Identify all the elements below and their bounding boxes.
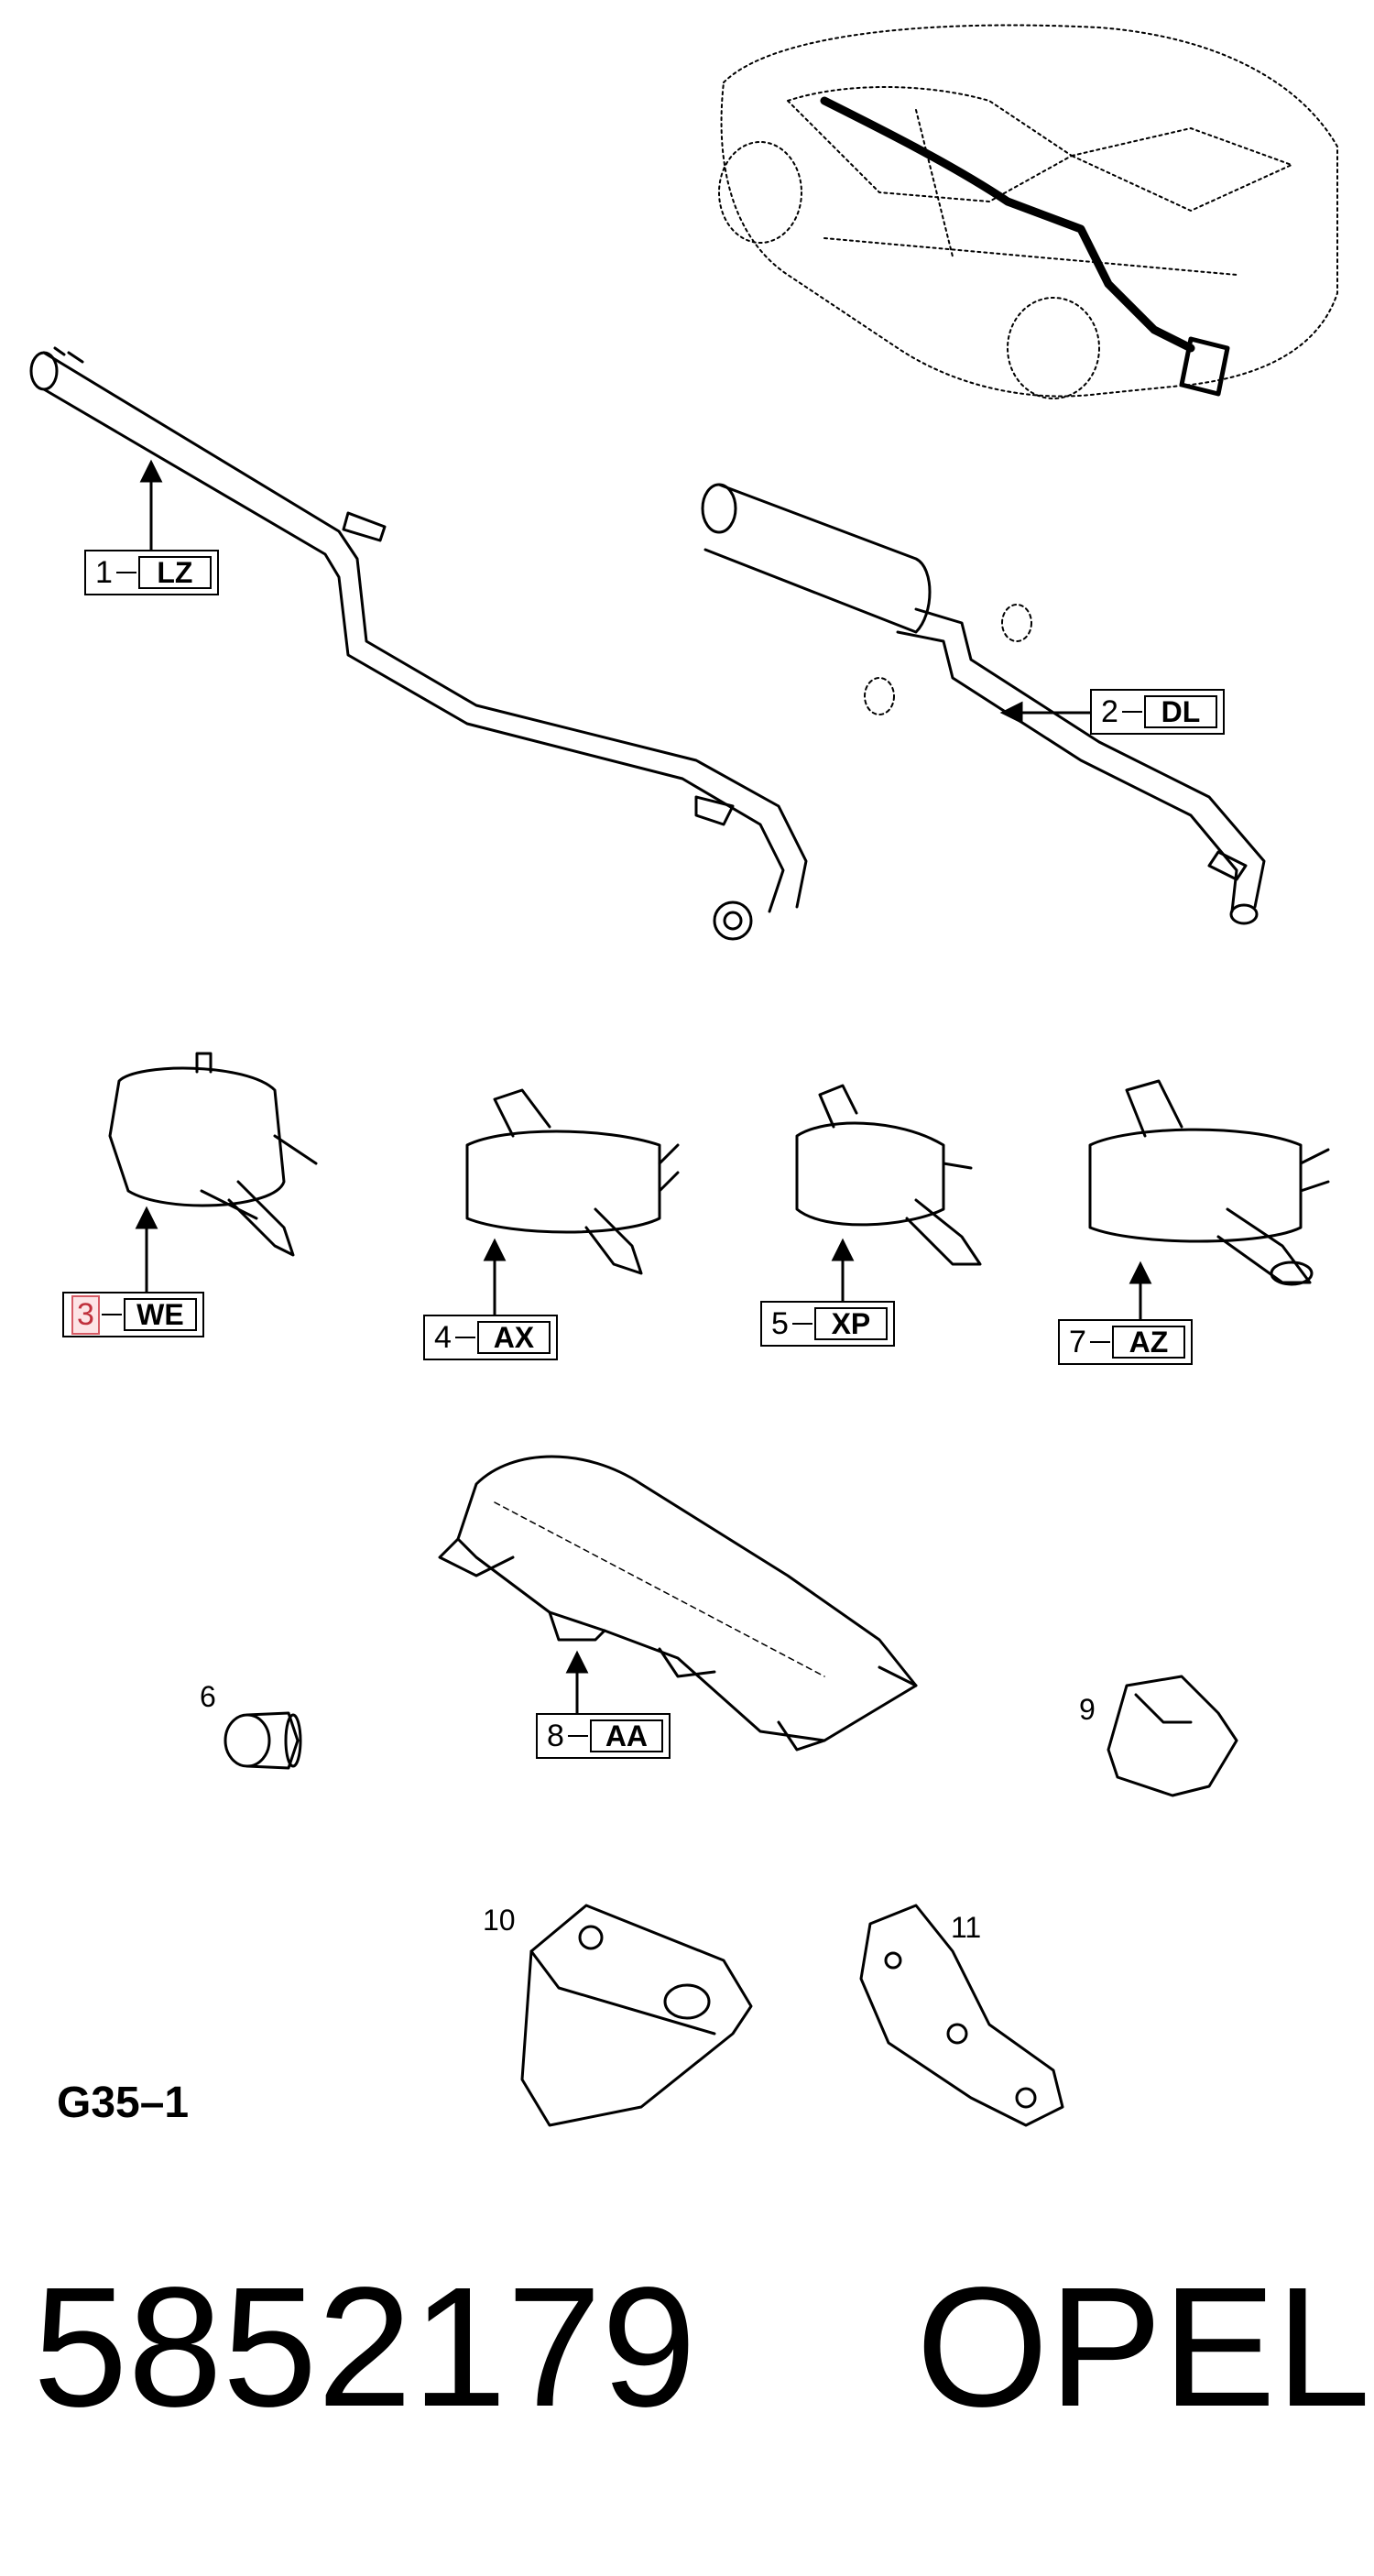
callout-leader [454, 1337, 475, 1338]
callout-number: 7 [1069, 1324, 1086, 1359]
callout-leader [115, 572, 136, 573]
callout-number: 1 [95, 554, 113, 590]
callout-leader [567, 1735, 588, 1737]
callout-5: 5 XP [760, 1301, 895, 1347]
callout-leader [101, 1314, 122, 1315]
callout-leader [1121, 711, 1142, 713]
callout-4: 4 AX [423, 1315, 558, 1360]
bracket-11-drawing [859, 1904, 1064, 2127]
callout-code: AZ [1111, 1326, 1185, 1359]
callout-8: 8 AA [536, 1713, 671, 1759]
callout-2: 2 DL [1090, 689, 1225, 735]
brand-caption: OPEL [916, 2253, 1371, 2442]
diagram-code: G35–1 [57, 2079, 190, 2127]
heat-shield-8-drawing [438, 1455, 918, 1752]
part-number-caption: 5852179 [33, 2253, 697, 2442]
callout-number: 4 [434, 1319, 452, 1355]
part-number-9: 9 [1079, 1693, 1096, 1726]
callout-1: 1 LZ [84, 550, 219, 595]
rear-muffler-3-drawing [108, 1052, 318, 1257]
front-pipe-drawing [29, 346, 808, 941]
car-overview-drawing [718, 24, 1338, 399]
part-number-11: 11 [951, 1911, 982, 1944]
callout-code: LZ [137, 556, 212, 589]
rear-muffler-7-drawing [1088, 1079, 1330, 1286]
callout-arrows [135, 459, 1152, 1713]
callout-code: XP [813, 1307, 888, 1340]
callout-code: AA [589, 1719, 663, 1752]
clamp-6-drawing [224, 1711, 302, 1770]
middle-muffler-pipe-drawing [701, 483, 1266, 925]
rear-muffler-5-drawing [795, 1084, 982, 1266]
callout-number: 8 [547, 1718, 564, 1753]
callout-number-highlighted: 3 [71, 1294, 100, 1335]
part-number-10: 10 [483, 1904, 516, 1937]
callout-number: 2 [1101, 693, 1118, 729]
callout-7: 7 AZ [1058, 1319, 1193, 1365]
rear-muffler-4-drawing [465, 1088, 680, 1275]
callout-3: 3 WE [62, 1292, 204, 1337]
shield-9-drawing [1107, 1675, 1238, 1797]
part-number-6: 6 [200, 1680, 216, 1713]
callout-leader [1089, 1341, 1110, 1343]
callout-code: DL [1143, 695, 1217, 728]
callout-leader [791, 1323, 812, 1325]
callout-number: 5 [771, 1305, 789, 1341]
callout-code: WE [123, 1298, 197, 1331]
shield-10-drawing [520, 1904, 753, 2127]
callout-code: AX [476, 1321, 551, 1354]
